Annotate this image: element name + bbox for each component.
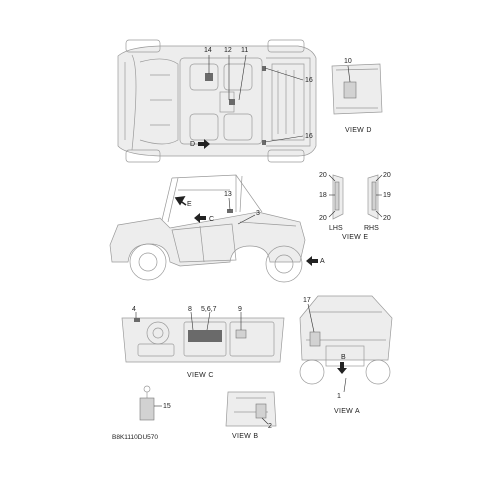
view-d-marker: D [190, 141, 195, 148]
decal-17 [309, 331, 321, 347]
callout-15: 15 [163, 403, 171, 410]
callout-9: 9 [238, 306, 242, 313]
view-b-title: VIEW B [232, 433, 258, 440]
vehicle-side-view [109, 174, 306, 283]
callout-20-lhs-bottom: 20 [319, 215, 327, 222]
callout-leaders-top [208, 54, 304, 143]
callout-5-6-7: 5,6,7 [201, 306, 217, 313]
decal-10 [343, 81, 357, 99]
callout-3: 3 [256, 210, 260, 217]
decal-15 [139, 397, 155, 421]
callout-18: 18 [319, 192, 327, 199]
arrow-left-icon [194, 213, 206, 223]
view-d-panel [331, 63, 383, 115]
view-a-marker: A [320, 258, 325, 265]
view-c-marker: C [209, 216, 214, 223]
callout-20-rhs-bottom: 20 [383, 215, 391, 222]
callout-8: 8 [188, 306, 192, 313]
callout-2: 2 [268, 423, 272, 430]
callout-leaders-side [228, 197, 256, 225]
callout-10: 10 [344, 58, 352, 65]
view-a-title: VIEW A [334, 408, 360, 415]
vehicle-top-view [117, 39, 317, 163]
side-label-lhs: LHS [329, 225, 343, 232]
arrow-right-icon [198, 139, 210, 149]
callout-14: 14 [204, 47, 212, 54]
arrow-up-left-icon [174, 196, 187, 206]
callout-20-lhs-top: 20 [319, 172, 327, 179]
view-b-marker: B [341, 354, 346, 361]
arrow-down-icon [337, 362, 347, 374]
callout-11: 11 [241, 47, 248, 54]
decal-9 [235, 329, 247, 339]
view-e-marker: E [187, 201, 192, 208]
side-label-rhs: RHS [364, 225, 379, 232]
view-c-title: VIEW C [187, 372, 214, 379]
callout-13: 13 [224, 191, 232, 198]
callout-4: 4 [132, 306, 136, 313]
callout-16-upper: 16 [305, 77, 313, 84]
part-code: B8K1110DU570 [112, 434, 158, 441]
callout-19: 19 [383, 192, 391, 199]
arrow-left-icon [306, 256, 318, 266]
hang-tag [139, 385, 162, 421]
callout-17: 17 [303, 297, 311, 304]
callout-16-lower: 16 [305, 133, 313, 140]
view-c-panel [121, 311, 285, 363]
view-e-title: VIEW E [342, 234, 368, 241]
callout-12: 12 [224, 47, 232, 54]
callout-1: 1 [337, 393, 341, 400]
view-b-panel [225, 391, 277, 427]
view-d-title: VIEW D [345, 127, 372, 134]
view-a-panel [299, 295, 393, 393]
decal-2 [255, 403, 267, 419]
view-e-panel [328, 174, 383, 220]
callout-20-rhs-top: 20 [383, 172, 391, 179]
